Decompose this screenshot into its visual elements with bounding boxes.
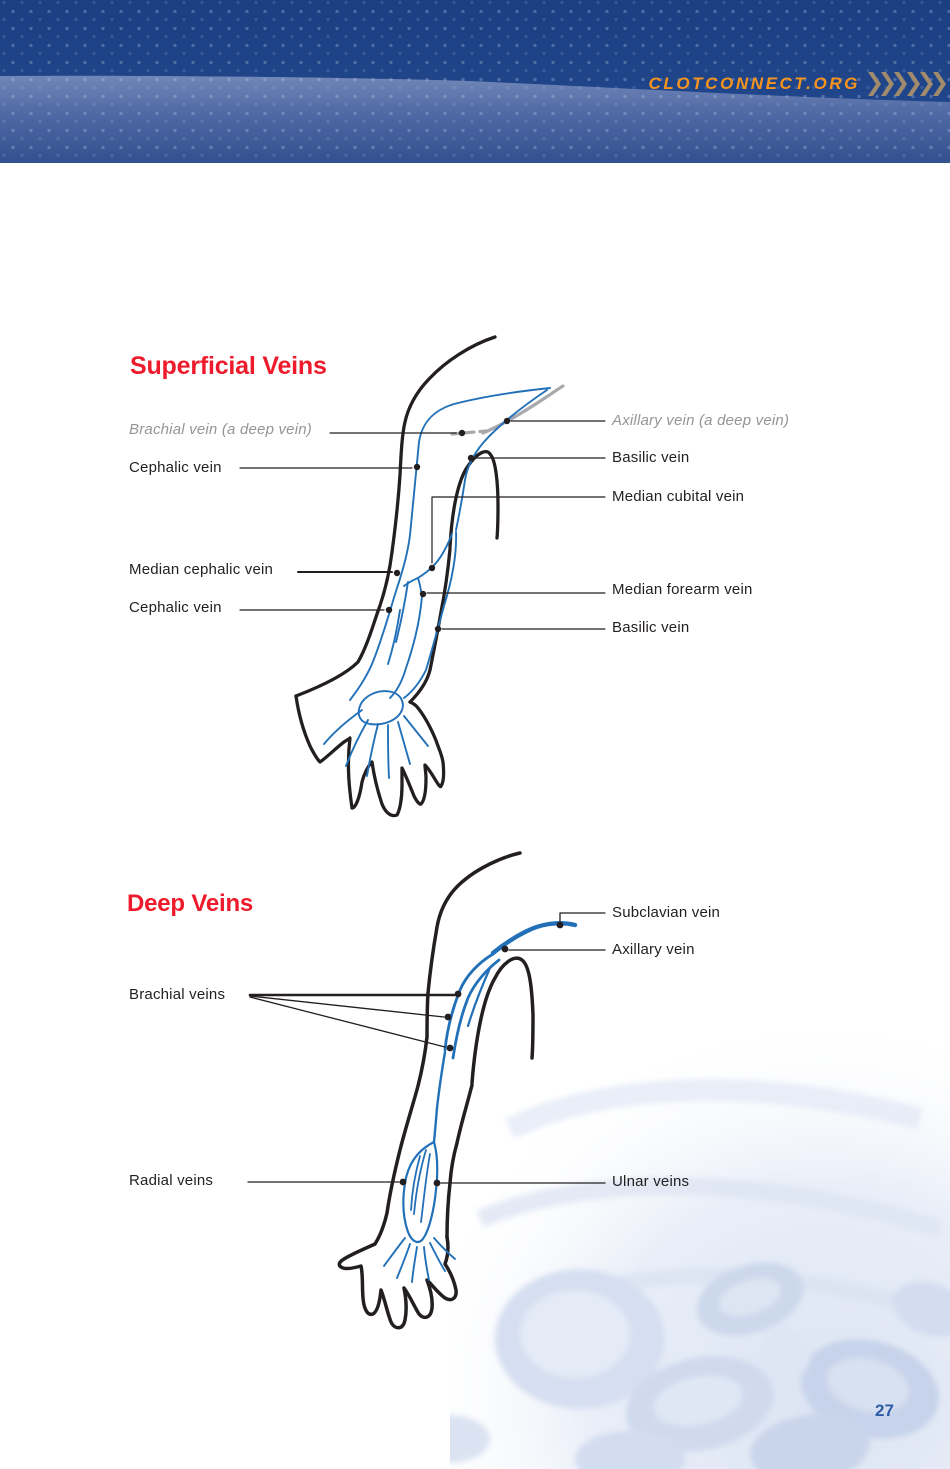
deep-veins-title: Deep Veins xyxy=(127,889,254,917)
banner-brand: CLOTCONNECT.ORG xyxy=(648,70,948,98)
label-brachial-veins: Brachial veins xyxy=(129,986,226,1003)
leader-dots xyxy=(385,417,511,633)
deep-veins-diagram xyxy=(247,851,606,1330)
banner-wave-shape xyxy=(0,75,950,163)
label-radial-veins: Radial veins xyxy=(129,1172,214,1189)
label-cephalic-vein-upper: Cephalic vein xyxy=(129,459,222,476)
leader-lines xyxy=(247,912,606,1184)
label-ulnar-veins: Ulnar veins xyxy=(612,1173,690,1190)
label-cephalic-vein-lower: Cephalic vein xyxy=(129,599,222,616)
chevrons-right-icon xyxy=(868,72,946,96)
banner-dot-pattern xyxy=(0,0,950,163)
arm-outline xyxy=(294,335,500,818)
label-median-cubital-vein: Median cubital vein xyxy=(612,488,745,505)
label-basilic-vein-lower: Basilic vein xyxy=(612,619,690,636)
label-median-cephalic-vein: Median cephalic vein xyxy=(129,561,274,578)
superficial-veins-diagram xyxy=(239,335,606,818)
blood-cells-watermark xyxy=(450,1009,950,1469)
label-axillary-vein-deep: Axillary vein (a deep vein) xyxy=(612,412,790,429)
deep-vein-gray-lines xyxy=(450,384,565,436)
header-banner: CLOTCONNECT.ORG xyxy=(0,0,950,163)
arm-outline xyxy=(337,851,535,1330)
leader-dots xyxy=(399,921,564,1187)
label-subclavian-vein: Subclavian vein xyxy=(612,904,721,921)
label-brachial-vein-deep: Brachial vein (a deep vein) xyxy=(129,421,312,438)
leader-lines xyxy=(239,420,606,630)
site-url-text: CLOTCONNECT.ORG xyxy=(648,74,860,93)
superficial-veins-title: Superficial Veins xyxy=(130,351,327,380)
label-median-forearm-vein: Median forearm vein xyxy=(612,581,753,598)
label-basilic-vein-upper: Basilic vein xyxy=(612,449,690,466)
label-axillary-vein: Axillary vein xyxy=(612,941,695,958)
page-number: 27 xyxy=(875,1401,894,1420)
superficial-vein-lines xyxy=(323,387,551,779)
